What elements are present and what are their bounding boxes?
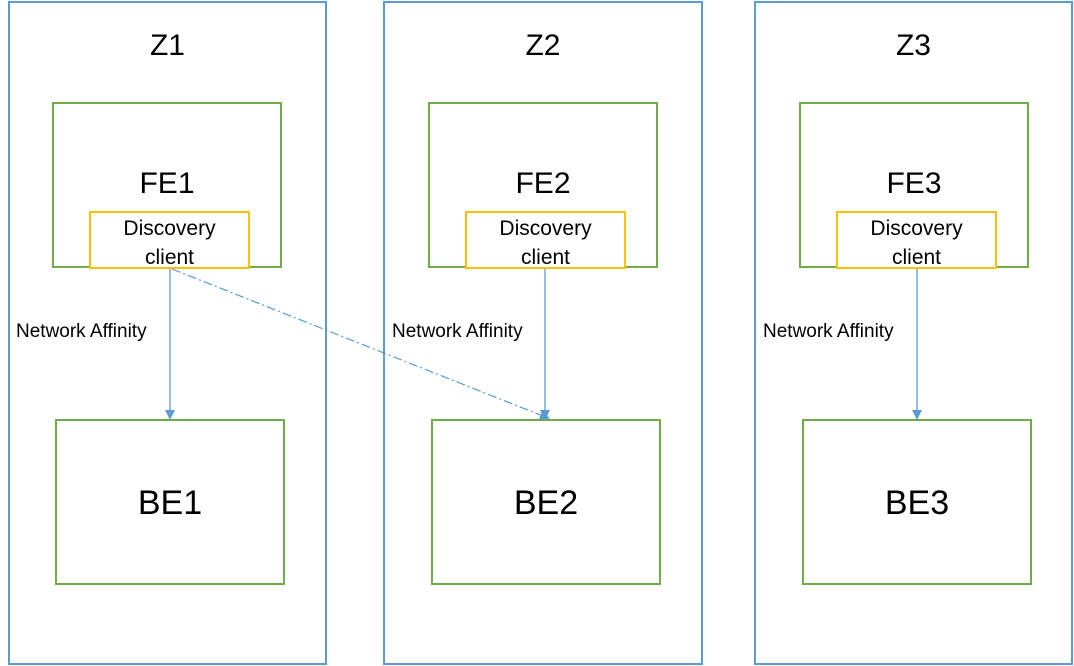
frontend-label: FE2 xyxy=(515,167,571,200)
backend-box-be2: BE2 xyxy=(431,419,661,585)
discovery-client-z2: Discovery client xyxy=(465,211,626,269)
network-affinity-label: Network Affinity xyxy=(16,321,147,342)
zone-title: Z3 xyxy=(895,29,931,62)
discovery-client-label-line1: Discovery xyxy=(870,217,963,240)
network-affinity-label: Network Affinity xyxy=(392,321,523,342)
backend-label: BE1 xyxy=(137,484,203,522)
discovery-client-z1: Discovery client xyxy=(89,211,250,269)
zone-z3: Z3 xyxy=(754,1,1073,665)
discovery-client-label-line2: client xyxy=(520,246,571,269)
frontend-label: FE3 xyxy=(886,167,942,200)
discovery-client-label-line2: client xyxy=(891,246,942,269)
discovery-client-label-line1: Discovery xyxy=(123,217,216,240)
backend-label: BE3 xyxy=(884,484,950,522)
network-affinity-label: Network Affinity xyxy=(763,321,894,342)
cross-zone-dashed-arrow xyxy=(171,268,550,420)
zone-z1: Z1 xyxy=(8,1,327,665)
backend-label: BE2 xyxy=(513,484,579,522)
discovery-client-z3: Discovery client xyxy=(836,211,997,269)
discovery-client-label-line2: client xyxy=(144,246,195,269)
backend-box-be1: BE1 xyxy=(55,419,285,585)
zone-z2: Z2 xyxy=(383,1,703,665)
backend-box-be3: BE3 xyxy=(802,419,1032,585)
discovery-client-label-line1: Discovery xyxy=(499,217,592,240)
zone-title: Z2 xyxy=(525,29,561,62)
zone-title: Z1 xyxy=(149,29,185,62)
frontend-label: FE1 xyxy=(139,167,195,200)
